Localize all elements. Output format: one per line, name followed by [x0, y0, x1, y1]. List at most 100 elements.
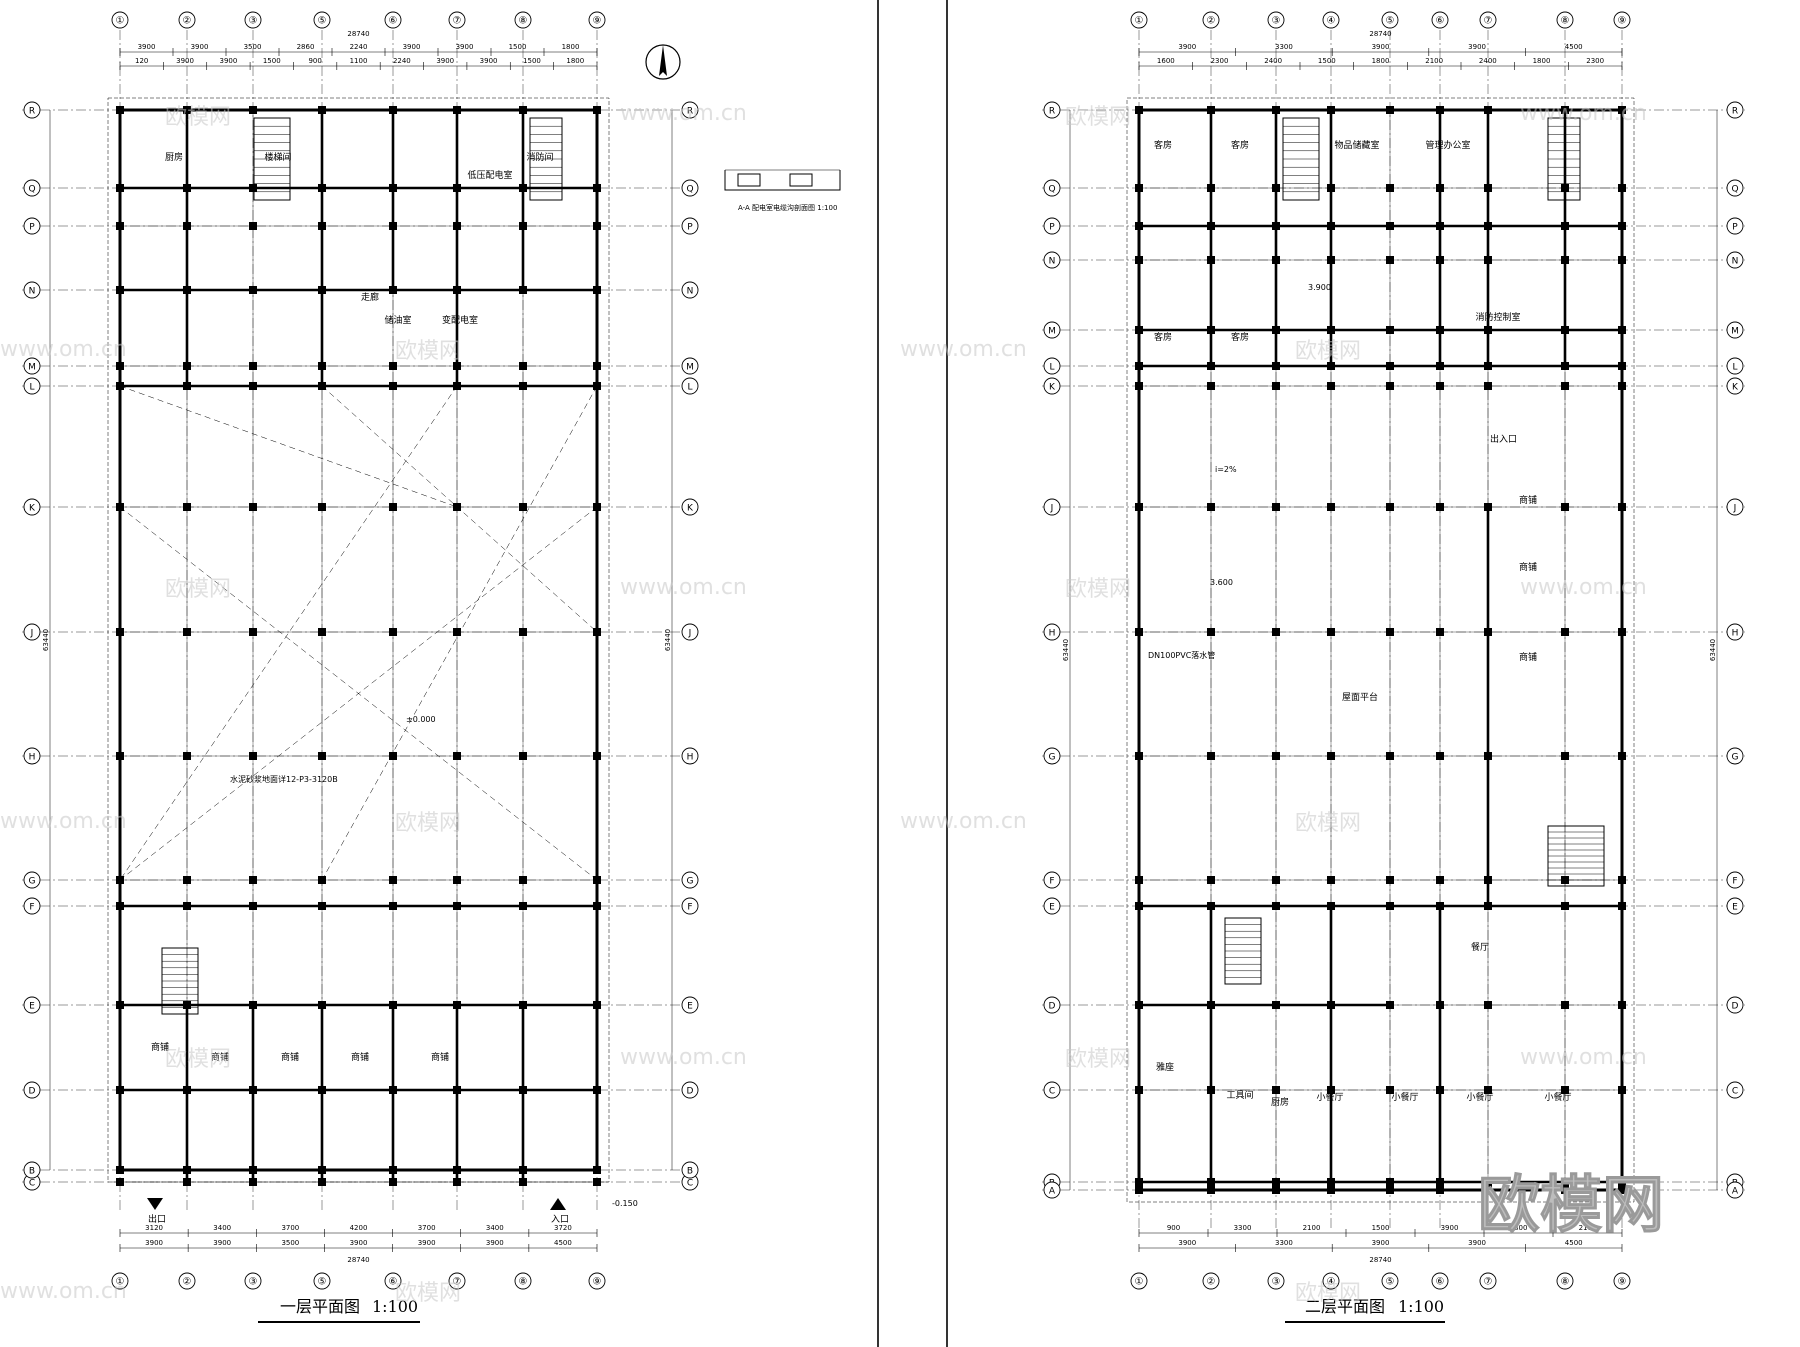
structural-column [1272, 362, 1280, 370]
structural-column [389, 106, 397, 114]
structural-column [519, 362, 527, 370]
axis-bubble [1431, 1272, 1449, 1290]
structural-column [1272, 902, 1280, 910]
structural-column [318, 286, 326, 294]
axis-bubble [681, 1081, 699, 1099]
axis-label: N [687, 287, 694, 297]
axis-bubble [384, 1272, 402, 1290]
structural-column [1618, 1086, 1626, 1094]
axis-label: ⑥ [389, 1277, 398, 1288]
axis-bubble [1043, 377, 1061, 395]
axis-label: G [1732, 753, 1739, 763]
watermark-text: 欧模网 [395, 1281, 461, 1306]
top-dimension: 3900 [1468, 43, 1486, 51]
axis-label: H [1732, 629, 1739, 639]
structural-column [1207, 752, 1215, 760]
structural-column [1618, 1186, 1626, 1194]
axis-label: M [1731, 327, 1739, 337]
structural-column [1327, 1178, 1335, 1186]
structural-column [1135, 222, 1143, 230]
total-height-dimension: 63440 [1709, 639, 1717, 661]
floor1-level-minus: -0.150 [612, 1199, 638, 1208]
axis-bubble [1381, 1272, 1399, 1290]
axis-label: H [1049, 629, 1056, 639]
watermark-url: www.om.cn [0, 1279, 127, 1304]
room-label: 商铺 [1519, 651, 1537, 663]
axis-bubble [681, 357, 699, 375]
room-label: 商铺 [1519, 494, 1537, 506]
structural-column [318, 1166, 326, 1174]
watermark-text: 欧模网 [1065, 577, 1131, 602]
structural-column [1484, 1001, 1492, 1009]
axis-bubble [681, 281, 699, 299]
structural-column [249, 1001, 257, 1009]
total-height-dimension: 63440 [1062, 639, 1070, 661]
top-dimension: 3900 [1178, 43, 1196, 51]
structural-column [318, 1001, 326, 1009]
axis-bubble [1043, 747, 1061, 765]
axis-label: N [1049, 257, 1056, 267]
structural-column [183, 752, 191, 760]
structural-column [519, 1166, 527, 1174]
structural-column [1436, 628, 1444, 636]
axis-bubble [448, 11, 466, 29]
structural-column [1561, 326, 1569, 334]
room-label: 消防间 [526, 151, 553, 163]
axis-label: ⑤ [1386, 1277, 1395, 1288]
structural-column [1484, 222, 1492, 230]
axis-bubble [681, 101, 699, 119]
top-dimension: 2860 [297, 43, 315, 51]
floor2-level-3600: 3.600 [1210, 578, 1233, 587]
axis-label: R [29, 107, 35, 117]
structural-column [1386, 256, 1394, 264]
structural-column [1327, 503, 1335, 511]
top-dimension: 2300 [1211, 57, 1229, 65]
axis-label: ⑦ [453, 16, 462, 27]
structural-column [1386, 106, 1394, 114]
structural-column [1561, 1178, 1569, 1186]
top-dimension: 3900 [436, 57, 454, 65]
structural-column [1386, 1186, 1394, 1194]
room-label: 厨房 [165, 151, 183, 163]
structural-column [1207, 222, 1215, 230]
structural-column [519, 184, 527, 192]
structural-column [593, 902, 601, 910]
watermark-url: www.om.cn [900, 337, 1027, 362]
axis-label: ⑨ [1618, 1277, 1627, 1288]
axis-label: ⑤ [318, 1277, 327, 1288]
top-dimension: 120 [135, 57, 148, 65]
eave-line [1126, 97, 1635, 1203]
top-dimension: 2400 [1479, 57, 1497, 65]
bottom-dimension: 3900 [1178, 1239, 1196, 1247]
structural-column [183, 876, 191, 884]
structural-column [318, 752, 326, 760]
structural-column [1272, 256, 1280, 264]
floor1-title: 一层平面图 [280, 1297, 360, 1316]
axis-bubble [514, 1272, 532, 1290]
axis-label: A [1049, 1187, 1056, 1197]
structural-column [1207, 1086, 1215, 1094]
bottom-dimension: 2100 [1303, 1224, 1321, 1232]
axis-label: ⑦ [453, 1277, 462, 1288]
structural-column [1135, 184, 1143, 192]
room-label: 变配电室 [442, 314, 478, 326]
axis-bubble [1726, 747, 1744, 765]
floor1-entrance-label: 入口 [551, 1214, 569, 1225]
structural-column [116, 902, 124, 910]
structural-column [389, 1001, 397, 1009]
axis-bubble [1043, 321, 1061, 339]
bottom-dimension: 3900 [213, 1239, 231, 1247]
axis-bubble [1556, 11, 1574, 29]
room-label: 屋面平台 [1342, 691, 1378, 703]
bottom-dimension: 3900 [486, 1239, 504, 1247]
structural-column [183, 184, 191, 192]
structural-column [183, 503, 191, 511]
top-dimension: 3900 [191, 43, 209, 51]
bottom-dimension: 900 [1167, 1224, 1180, 1232]
structural-column [1272, 628, 1280, 636]
axis-bubble [588, 1272, 606, 1290]
overall-dimension: 28740 [347, 1256, 369, 1264]
top-dimension: 3900 [176, 57, 194, 65]
structural-column [1484, 876, 1492, 884]
structural-column [453, 362, 461, 370]
